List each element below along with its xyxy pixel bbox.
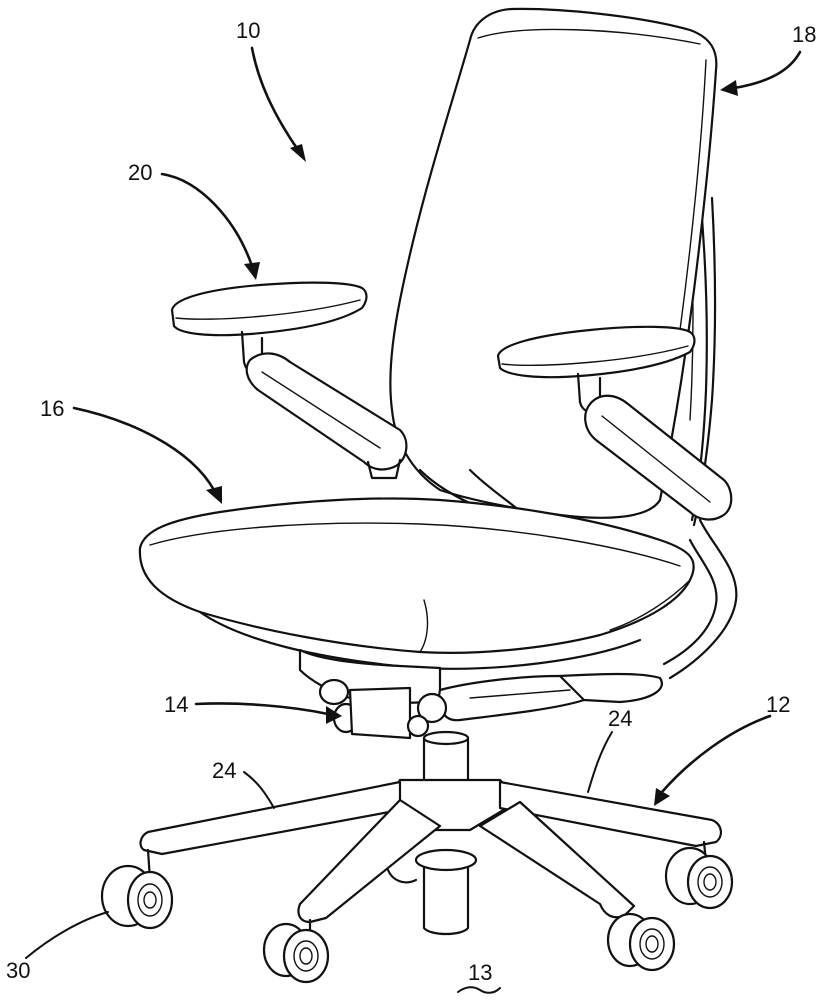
casters: [102, 848, 732, 982]
leader-control: [196, 703, 328, 714]
caster-front-right: [608, 914, 674, 970]
leader-armrest: [162, 174, 252, 266]
arrowhead-chair: [290, 144, 306, 162]
leader-chair: [252, 48, 298, 150]
seat: [140, 499, 694, 669]
ref-label-floor: 13: [468, 960, 492, 985]
leader-leg-left: [244, 772, 274, 808]
ref-label-chair: 10: [236, 18, 260, 43]
arrowhead-seat: [206, 486, 222, 504]
ref-label-control: 14: [164, 692, 188, 717]
ref-label-base: 12: [766, 692, 790, 717]
leader-caster: [26, 912, 108, 958]
ref-label-leg-left: 24: [212, 758, 236, 783]
arrowhead-back: [720, 80, 738, 96]
caster-back-right: [666, 848, 732, 908]
armrest-left: [172, 283, 406, 478]
caster-back-left: [102, 866, 172, 928]
leader-seat: [74, 408, 214, 490]
ref-label-seat: 16: [40, 396, 64, 421]
ref-label-armrest: 20: [128, 160, 152, 185]
leader-leg-right: [588, 732, 612, 792]
floor-tilde: [458, 987, 500, 993]
ref-label-back: 18: [792, 22, 816, 47]
caster-front-left: [264, 924, 328, 982]
leader-base: [662, 716, 770, 792]
arrowhead-armrest: [244, 262, 260, 280]
ref-label-leg-right: 24: [608, 706, 632, 731]
ref-label-caster: 30: [6, 958, 30, 983]
leader-back: [734, 52, 800, 88]
